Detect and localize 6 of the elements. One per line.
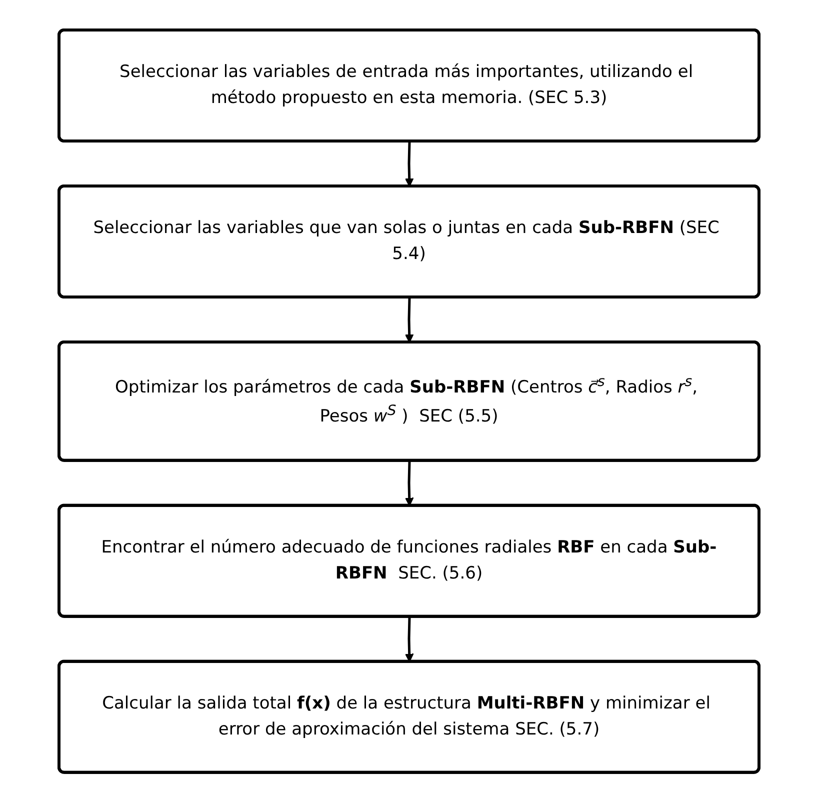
arrow <box>404 460 414 506</box>
node-text: Seleccionar las variables de entrada más importantes, utilizando el método propuesto en esta memoria. (SEC 5.3) <box>120 62 694 108</box>
arrow <box>404 141 414 187</box>
arrow <box>404 616 414 662</box>
arrow <box>404 297 414 343</box>
node-text: Seleccionar las variables que van solas o juntas en cada Sub-RBFN (SEC 5.4) <box>93 218 720 264</box>
